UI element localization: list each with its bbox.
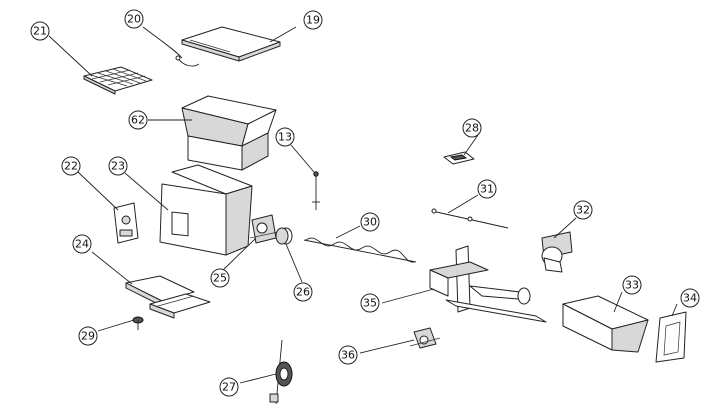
callout-31-label: 31 [480,183,494,196]
callout-22-label: 22 [64,160,78,173]
part-13-rod [312,171,320,210]
callout-25-label: 25 [213,272,227,285]
callout-35: 35 [360,293,380,313]
callout-33: 33 [622,275,642,295]
part-31-rod [431,208,509,229]
leader-lines [48,26,678,384]
callout-27: 27 [219,377,239,397]
part-20-cable [175,55,200,67]
callout-29: 29 [78,326,98,346]
callout-36-label: 36 [341,349,355,362]
callout-23-label: 23 [111,160,125,173]
callout-22: 22 [61,156,81,176]
callout-26: 26 [293,282,313,302]
callout-34-label: 34 [683,292,697,305]
part-62-hopper [181,95,277,171]
callout-26-label: 26 [296,286,310,299]
callout-30-label: 30 [363,216,377,229]
part-32-motor [541,231,573,273]
callout-13-label: 13 [278,131,292,144]
callout-29-label: 29 [81,330,95,343]
part-29-screw [132,316,144,330]
part-25-bracket [249,214,279,244]
callout-33-label: 33 [625,279,639,292]
callout-24: 24 [72,234,92,254]
callout-13: 13 [275,127,295,147]
part-24-tray [125,275,211,319]
callout-35-label: 35 [363,297,377,310]
callout-28: 28 [462,118,482,138]
part-27-sensor [269,339,293,405]
callout-21-label: 21 [33,25,47,38]
callout-34: 34 [680,288,700,308]
callout-20-label: 20 [127,13,141,26]
part-19-lid [181,26,281,62]
part-30-auger [303,237,417,263]
callout-32: 32 [573,200,593,220]
part-34-panel [655,311,687,363]
callout-21: 21 [30,21,50,41]
part-22-control-board [113,202,139,244]
callout-31: 31 [477,179,497,199]
part-33-housing [562,295,649,353]
part-36-fitting [409,327,441,349]
part-35-auger-assembly [429,245,547,323]
callout-27-label: 27 [222,381,236,394]
callout-19: 19 [303,10,323,30]
callout-28-label: 28 [465,122,479,135]
callout-23: 23 [108,156,128,176]
part-26-sleeve [275,227,293,245]
callout-36: 36 [338,345,358,365]
callout-62: 62 [128,110,148,130]
callout-32-label: 32 [576,204,590,217]
part-23-box-housing [159,164,253,256]
callout-62-label: 62 [131,114,145,127]
callout-20: 20 [124,9,144,29]
part-21-grate [83,66,153,95]
part-28-plate [443,151,475,165]
callout-19-label: 19 [306,14,320,27]
callout-25: 25 [210,268,230,288]
callout-30: 30 [360,212,380,232]
callout-24-label: 24 [75,238,89,251]
